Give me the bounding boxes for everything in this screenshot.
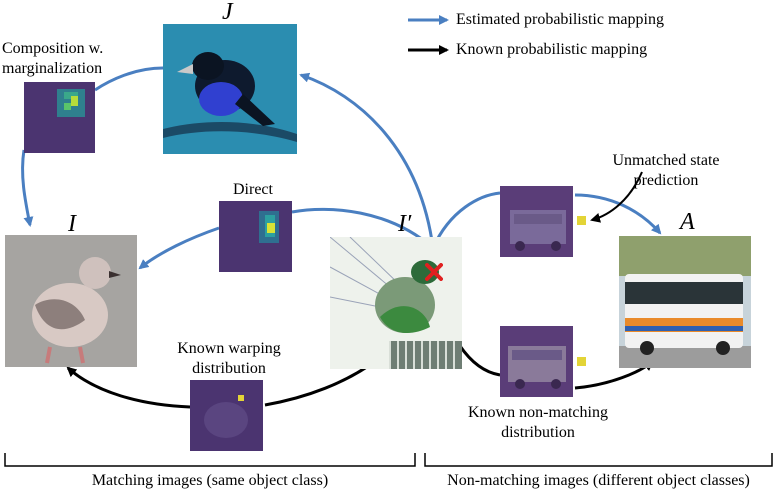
nonmatching-state-square xyxy=(577,357,586,366)
image-j xyxy=(163,24,297,154)
nonmatching-heatmap xyxy=(500,326,573,397)
arrow-unmatched-to-a xyxy=(574,193,662,235)
label-i-prime: I′ xyxy=(398,211,412,237)
legend-known-label: Known probabilistic mapping xyxy=(456,41,648,58)
warping-heatmap xyxy=(190,380,263,451)
pigeon-photo-icon xyxy=(5,235,137,367)
matching-caption: Matching images (same object class) xyxy=(91,472,329,489)
bus-photo-icon xyxy=(619,236,751,368)
composition-label-line2: marginalization xyxy=(2,60,103,77)
direct-heatmap xyxy=(219,201,292,272)
label-a: A xyxy=(680,209,695,235)
warped-pigeon-photo-icon xyxy=(330,237,462,369)
composition-heatmap xyxy=(24,82,95,153)
legend-estimated-label: Estimated probabilistic mapping xyxy=(456,11,664,28)
bus-faded-graphic-2 xyxy=(500,326,573,397)
arrow-composition-to-i xyxy=(21,149,34,227)
unmatched-label-line1: Unmatched state xyxy=(612,152,720,169)
image-a xyxy=(619,236,751,368)
image-i xyxy=(5,235,137,367)
arrow-j-to-composition xyxy=(94,66,164,92)
unmatched-pointer-arrow xyxy=(590,171,643,223)
warping-heatmap-graphic xyxy=(190,380,263,451)
nonmatching-label-line2: distribution xyxy=(501,424,575,441)
unmatched-heatmap xyxy=(500,186,573,257)
warping-label-line1: Known warping xyxy=(177,340,281,357)
composition-label-line1: Composition w. xyxy=(2,40,104,57)
arrow-direct-iprime-to-i xyxy=(291,207,434,250)
unmatched-label-line2: prediction xyxy=(633,172,699,189)
label-j: J xyxy=(222,0,233,25)
matching-bracket xyxy=(4,453,416,467)
direct-label: Direct xyxy=(233,181,273,198)
nonmatching-label-line1: Known non-matching xyxy=(468,404,608,421)
warping-label-line2: distribution xyxy=(192,360,266,377)
arrow-direct-to-i xyxy=(138,226,220,270)
nonmatching-caption: Non-matching images (different object cl… xyxy=(447,472,750,489)
x-mark-icon xyxy=(425,263,443,281)
bus-faded-graphic xyxy=(500,186,573,257)
arrow-warping-to-i xyxy=(66,366,191,409)
label-i: I xyxy=(68,211,76,237)
bird-blue-photo-icon xyxy=(163,24,297,154)
unmatched-state-square xyxy=(577,216,586,225)
image-i-prime xyxy=(330,237,462,369)
arrow-iprime-to-j xyxy=(299,72,435,249)
nonmatching-bracket xyxy=(424,453,773,467)
direct-heatmap-graphic xyxy=(219,201,292,272)
composition-heatmap-graphic xyxy=(24,82,95,153)
